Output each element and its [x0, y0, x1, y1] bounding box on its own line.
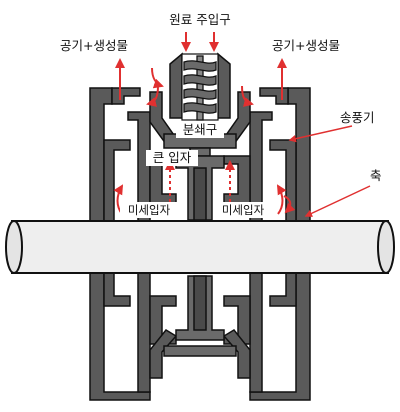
crusher-hub-lower — [163, 275, 237, 357]
feed-screw — [183, 55, 217, 121]
crusher-label: 분쇄구 — [183, 122, 218, 137]
air-product-right-label: 공기+생성물 — [272, 38, 340, 53]
feed-inlet-label: 원료 주입구 — [169, 12, 230, 27]
air-product-left-label: 공기+생성물 — [60, 38, 128, 53]
large-particle-label: 큰 입자 — [153, 150, 192, 165]
main-shaft — [5, 220, 395, 274]
fine-particle-left-label: 미세입자 — [128, 203, 171, 217]
shaft-label: 축 — [370, 168, 382, 183]
blower-label: 송풍기 — [340, 110, 375, 125]
fine-particle-right-label: 미세입자 — [222, 203, 265, 217]
leader-lines — [288, 125, 371, 217]
